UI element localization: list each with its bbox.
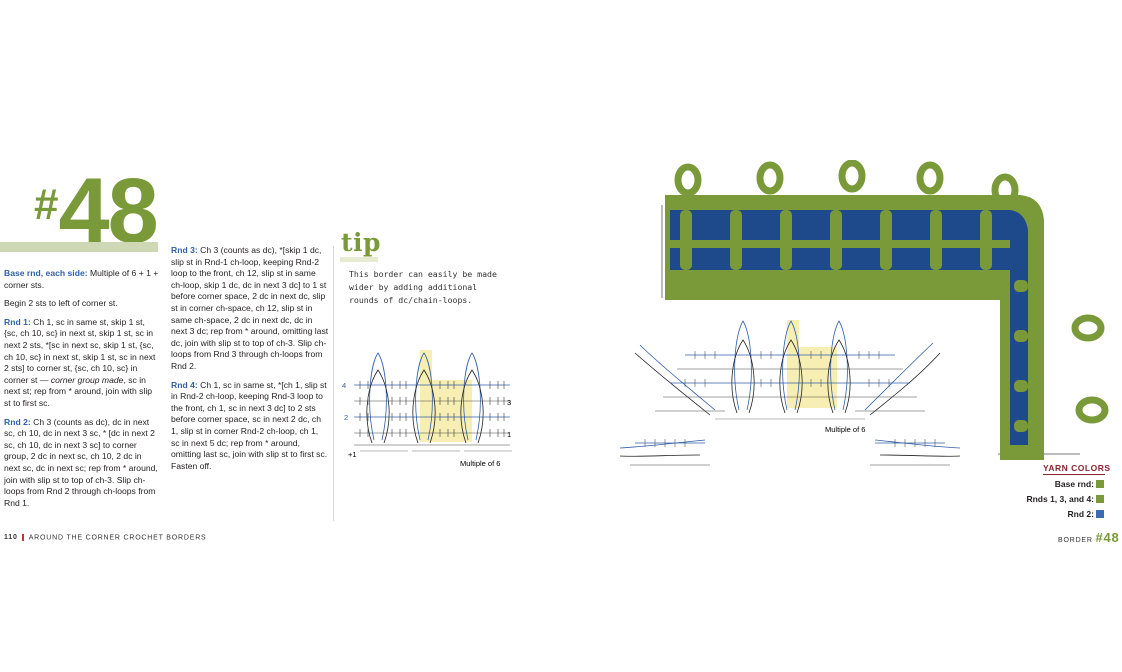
- row-label-4: 4: [342, 381, 346, 390]
- chart-highlight-repeat: [432, 380, 472, 442]
- chart-stitch-rows: [354, 400, 510, 446]
- stitch-chart-corner: Multiple of 6: [619, 320, 961, 466]
- tip-highlight: [340, 257, 378, 262]
- corner-chart-stitch-rows: [630, 368, 950, 466]
- legend-row-rnd-2: Rnd 2:: [1067, 509, 1094, 519]
- column-divider: [333, 246, 334, 521]
- chart-black-loops: [366, 369, 484, 444]
- yarn-colors-rule: [1043, 474, 1105, 475]
- round-2-paragraph: Rnd 2: Ch 3 (counts as dc), dc in next s…: [4, 416, 158, 508]
- corner-chart-blue-loops: [619, 320, 961, 449]
- corner-chart-highlight-column: [787, 320, 799, 408]
- tip-text: This border can easily be made wider by …: [349, 269, 497, 305]
- stitch-chart-small: 4 3 2 1 +1 Multiple of 6: [342, 350, 512, 468]
- row-label-1: 1: [507, 430, 511, 439]
- row-label-2: 2: [344, 413, 348, 422]
- chart-highlight-column: [420, 350, 432, 442]
- instructions-column-2: Rnd 3: Ch 3 (counts as dc), *[skip 1 dc,…: [171, 245, 329, 479]
- row-label-3: 3: [507, 398, 511, 407]
- swatch-rnd2-blue: [1096, 510, 1104, 518]
- chart-blue-rows: [354, 384, 510, 418]
- row-label-base: +1: [348, 450, 357, 459]
- swatch-base-green: [1096, 480, 1104, 488]
- swatch-rnds-green: [1096, 495, 1104, 503]
- tip-title: tip: [341, 228, 382, 257]
- corner-chart-blue-rows: [635, 354, 945, 444]
- chart-blue-loops: [369, 352, 481, 441]
- yarn-colors-title: YARN COLORS: [1043, 463, 1111, 473]
- round-3-paragraph: Rnd 3: Ch 3 (counts as dc), *[skip 1 dc,…: [171, 245, 329, 371]
- round-1-paragraph: Rnd 1: Ch 1, sc in same st, skip 1 st, {…: [4, 316, 156, 408]
- begin-paragraph: Begin 2 sts to left of corner st.: [4, 298, 118, 309]
- legend-row-base: Base rnd:: [1054, 479, 1094, 489]
- round-4-paragraph: Rnd 4: Ch 1, sc in same st, *[ch 1, slip…: [171, 379, 328, 471]
- corner-chart-stitch-marks: [644, 351, 936, 447]
- legend-row-rnds-1-3-4: Rnds 1, 3, and 4:: [1026, 494, 1094, 504]
- footer-right: BORDER #48: [1058, 530, 1120, 545]
- corner-chart-black-loops: [619, 339, 961, 457]
- chart-stitch-marks: [359, 381, 505, 437]
- photo-green-stitches: [670, 210, 1028, 432]
- border-photo: [661, 160, 1109, 460]
- chart-small-caption: Multiple of 6: [460, 459, 500, 468]
- chart-corner-caption: Multiple of 6: [825, 425, 865, 434]
- title-underline-bar: [0, 242, 158, 252]
- footer-red-bar: [21, 534, 24, 541]
- pattern-number: #48: [34, 160, 159, 262]
- instructions-column-1: Base rnd, each side: Multiple of 6 + 1 +…: [4, 268, 160, 516]
- base-round-paragraph: Base rnd, each side: Multiple of 6 + 1 +…: [4, 268, 159, 290]
